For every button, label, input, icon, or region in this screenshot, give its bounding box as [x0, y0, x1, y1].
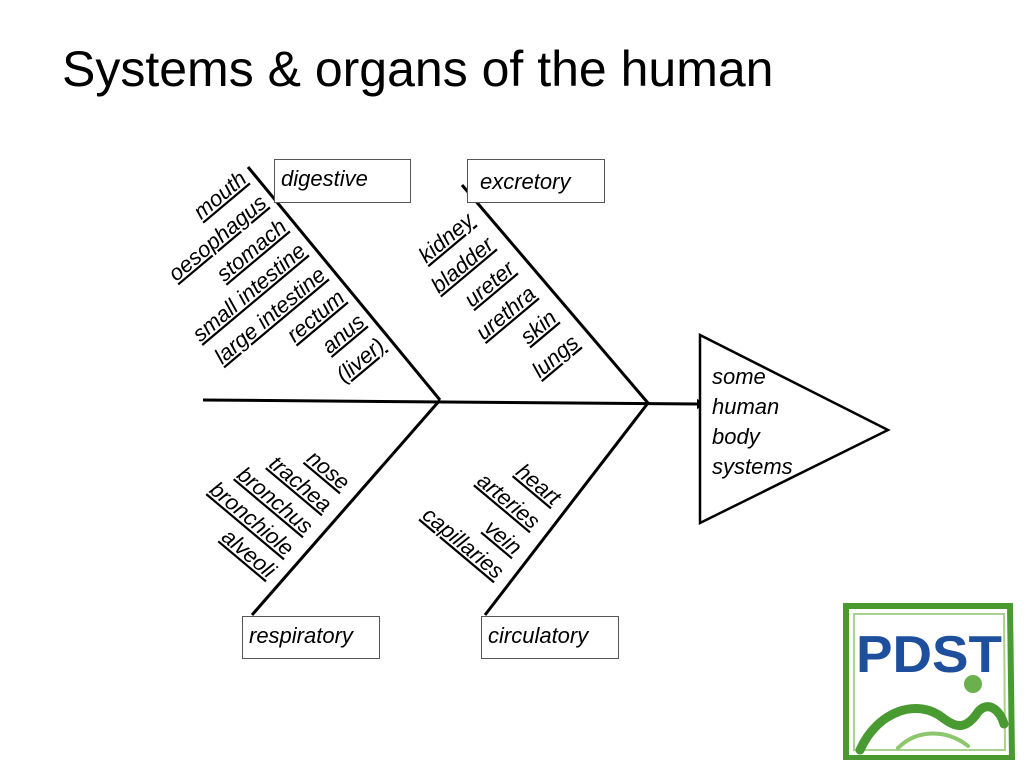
causes-excretory: kidney bladder ureter urethra skin lungs: [413, 206, 583, 382]
bone-circulatory: [483, 402, 650, 616]
page-title: Systems & organs of the human: [62, 41, 774, 97]
bone-digestive: [246, 166, 442, 401]
category-box-respiratory: respiratory: [242, 616, 380, 659]
effect-line: some: [712, 364, 766, 389]
category-box-circulatory: circulatory: [481, 616, 619, 659]
causes-respiratory: nose trachea bronchus bronchiole alveoli: [205, 445, 355, 584]
effect-line: systems: [712, 454, 793, 479]
category-box-digestive: digestive: [274, 159, 411, 203]
logo-figure-swoosh: [855, 702, 1009, 755]
effect-line: human: [712, 394, 780, 419]
logo-figure-head: [964, 675, 982, 693]
bone-excretory: [460, 184, 650, 404]
effect-label: some human body systems: [712, 362, 793, 482]
spine-line: [202, 398, 699, 406]
category-box-excretory: excretory: [467, 159, 605, 203]
effect-line: body: [712, 424, 760, 449]
bone-respiratory: [250, 399, 442, 616]
logo-text: PDST: [856, 626, 1002, 684]
pdst-logo: PDST: [843, 603, 1016, 760]
causes-circulatory: heart arteries vein capillaries: [418, 458, 567, 583]
effect-triangle: [698, 332, 891, 526]
